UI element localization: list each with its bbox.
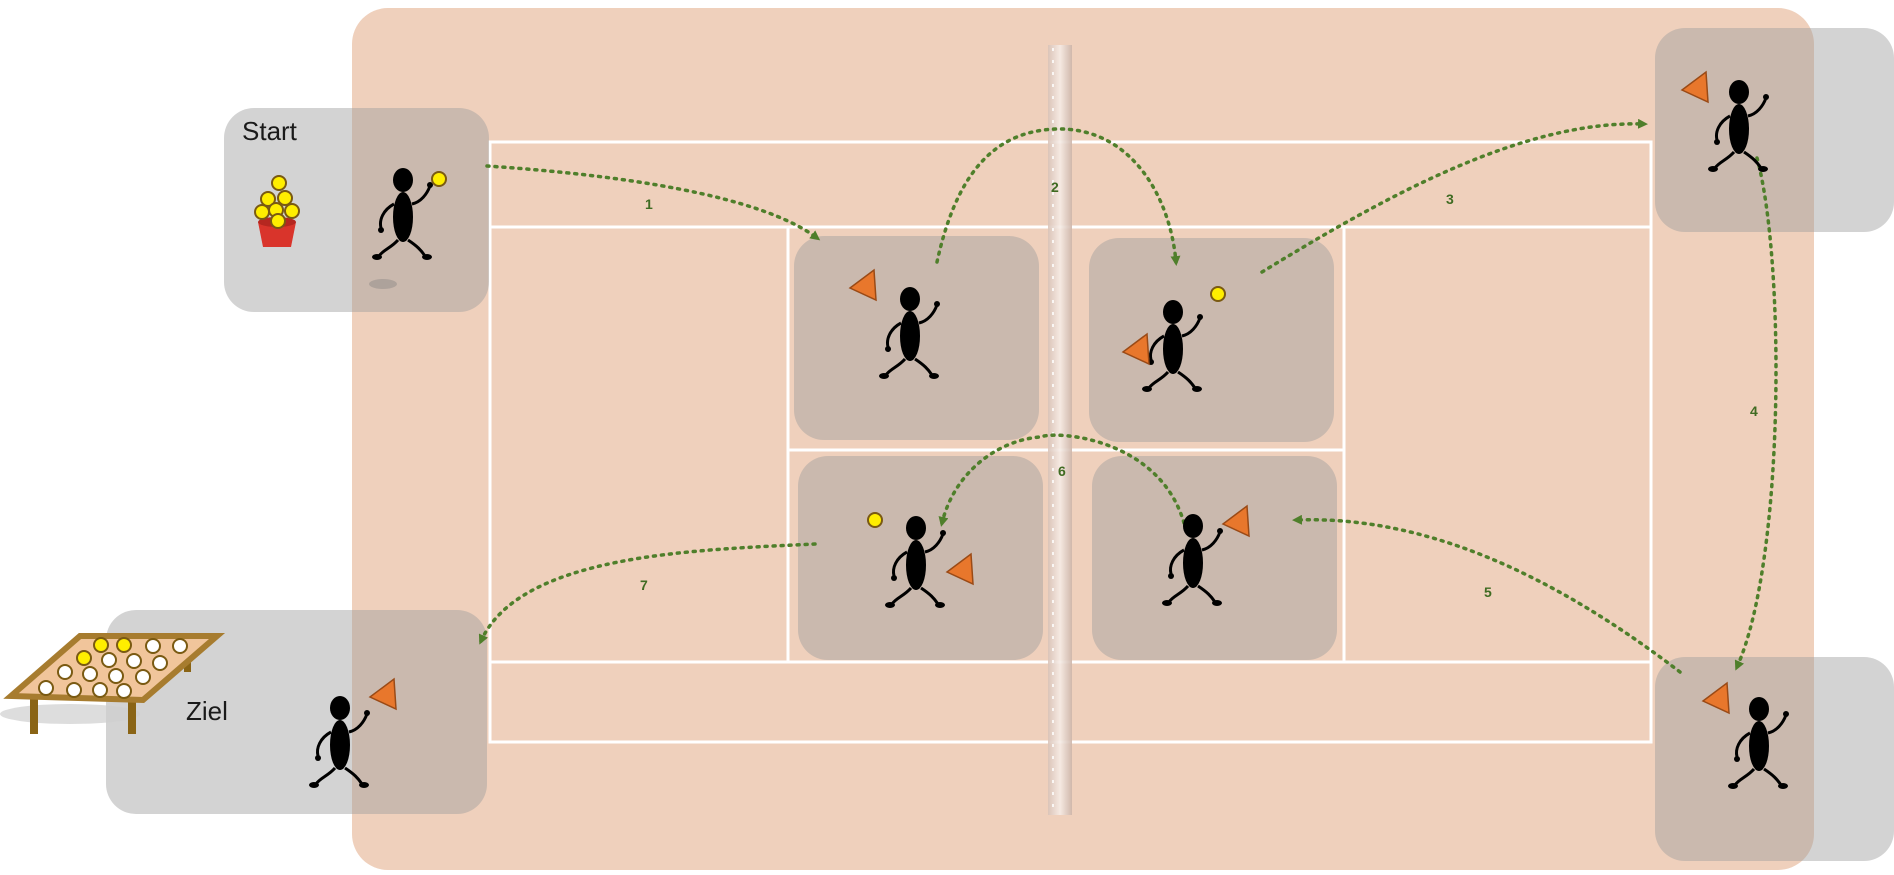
- route-number-3: 3: [1446, 191, 1454, 207]
- zone-center-2: [1089, 238, 1334, 442]
- start-label: Start: [242, 116, 297, 147]
- net: [1048, 45, 1072, 815]
- zone-center-4: [1092, 456, 1337, 660]
- route-number-6: 6: [1058, 463, 1066, 479]
- zone-bottom-right: [1655, 657, 1894, 861]
- route-number-5: 5: [1484, 584, 1492, 600]
- route-number-7: 7: [640, 577, 648, 593]
- route-number-1: 1: [645, 196, 653, 212]
- route-number-4: 4: [1750, 403, 1758, 419]
- zone-top-right: [1655, 28, 1894, 232]
- finish-label: Ziel: [186, 696, 228, 727]
- route-number-2: 2: [1051, 179, 1059, 195]
